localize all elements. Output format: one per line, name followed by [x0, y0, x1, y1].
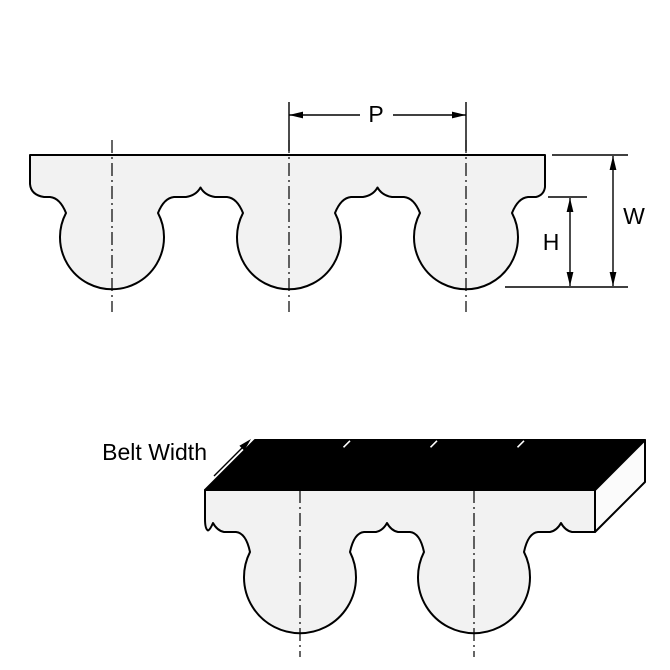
overall-height-label: W [623, 203, 645, 229]
height-arrowhead-bottom [566, 272, 574, 286]
width-arrowhead-top [609, 156, 617, 170]
belt-3d-top-face [204, 439, 646, 491]
tooth-height-label: H [543, 229, 560, 255]
pitch-arrowhead-right [452, 111, 466, 119]
pitch-label: P [368, 101, 383, 127]
pitch-tick-2 [429, 440, 438, 448]
perspective-view: Belt Width [102, 439, 646, 657]
profile-view: P W H [29, 101, 645, 312]
tooth-height-dimension: H [543, 196, 587, 286]
belt-width-arrowhead [239, 439, 251, 451]
pitch-arrowhead-left [289, 111, 303, 119]
belt-profile [29, 154, 546, 291]
width-arrowhead-bottom [609, 272, 617, 286]
pitch-tick-1 [342, 440, 351, 448]
height-arrowhead-top [566, 198, 574, 212]
pitch-tick-3 [516, 440, 525, 448]
belt-width-arrow-line [213, 445, 245, 477]
overall-height-dimension: W [505, 154, 645, 288]
pitch-dimension: P [288, 101, 467, 151]
belt-width-annotation: Belt Width [102, 439, 251, 477]
belt-3d-front-face [204, 489, 596, 635]
belt-width-label: Belt Width [102, 439, 207, 465]
